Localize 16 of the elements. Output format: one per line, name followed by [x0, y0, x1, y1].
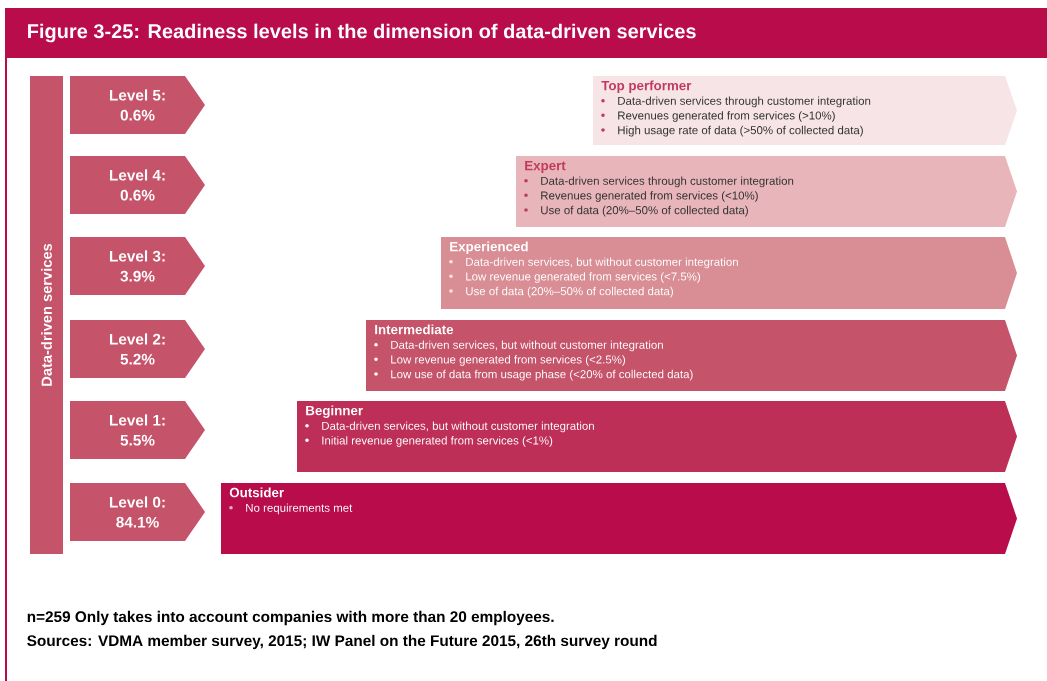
- level-tag: Level 3: 3.9%: [70, 237, 205, 295]
- footnote: n=259 Only takes into account companies with more than 20 employees.: [27, 610, 554, 626]
- level-banner: Outsider No requirements met: [221, 483, 1017, 554]
- footnote: Sources: VDMA member survey, 2015; IW Panel on the Future 2015, 26th survey round: [27, 634, 657, 650]
- level-banner: Beginner Data-driven services, but without customer integration Initial revenue generated from services (<1%): [297, 401, 1017, 472]
- level-banner: Top performer Data-driven services through customer integration Revenues generated from services (>10%) High usage rate of data (>50% of collected data): [593, 76, 1017, 145]
- side-bar: Data-driven services: [30, 76, 63, 554]
- level-banner: Experienced Data-driven services, but without customer integration Low revenue generated from services (<7.5%) Use of data (20%–50% of collected data): [441, 237, 1017, 309]
- level-tag: Level 2: 5.2%: [70, 320, 205, 378]
- level-banner: Intermediate Data-driven services, but without customer integration Low revenue generated from services (<2.5%) Low use of data from usage phase (<20% of collected data): [366, 320, 1017, 391]
- level-tag: Level 1: 5.5%: [70, 401, 205, 459]
- level-tag: Level 0: 84.1%: [70, 483, 205, 541]
- level-banner: Expert Data-driven services through customer integration Revenues generated from services (<10%) Use of data (20%–50% of collected data): [516, 156, 1017, 227]
- title-bar: Figure 3-25: Readiness levels in the dimension of data-driven services: [5, 8, 1047, 58]
- level-tag: Level 4: 0.6%: [70, 156, 205, 214]
- level-tag: Level 5: 0.6%: [70, 76, 205, 134]
